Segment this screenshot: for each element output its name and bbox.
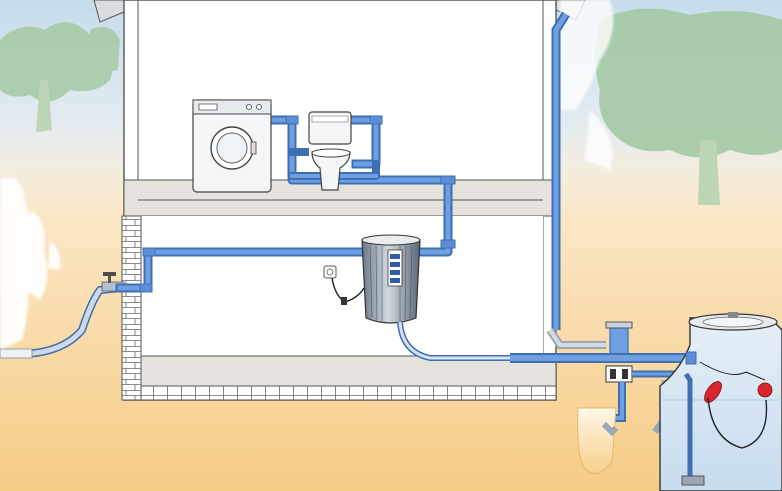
foundation-bricks <box>141 386 556 400</box>
left-hedge <box>0 177 61 350</box>
upper-floor-slab <box>124 180 556 216</box>
pump-control-unit-icon <box>362 235 420 323</box>
toilet-icon <box>309 112 351 190</box>
downpipe <box>550 14 606 345</box>
left-brick-wall <box>122 216 141 400</box>
washing-machine-icon <box>193 100 271 192</box>
float-switch-icon-2 <box>758 383 772 397</box>
hose-nozzle <box>0 349 32 358</box>
float-switch-icon <box>701 379 725 406</box>
right-tree <box>595 8 782 205</box>
garden-hose <box>0 288 122 358</box>
rainwater-filter <box>606 322 632 356</box>
house <box>122 0 556 400</box>
right-hedge <box>560 0 614 170</box>
power-socket-icon <box>324 266 336 278</box>
suction-hose <box>400 322 510 358</box>
valve-block <box>606 366 632 382</box>
soakaway-icon <box>578 408 616 474</box>
left-tree <box>0 22 120 132</box>
supply-pipes <box>120 116 455 292</box>
